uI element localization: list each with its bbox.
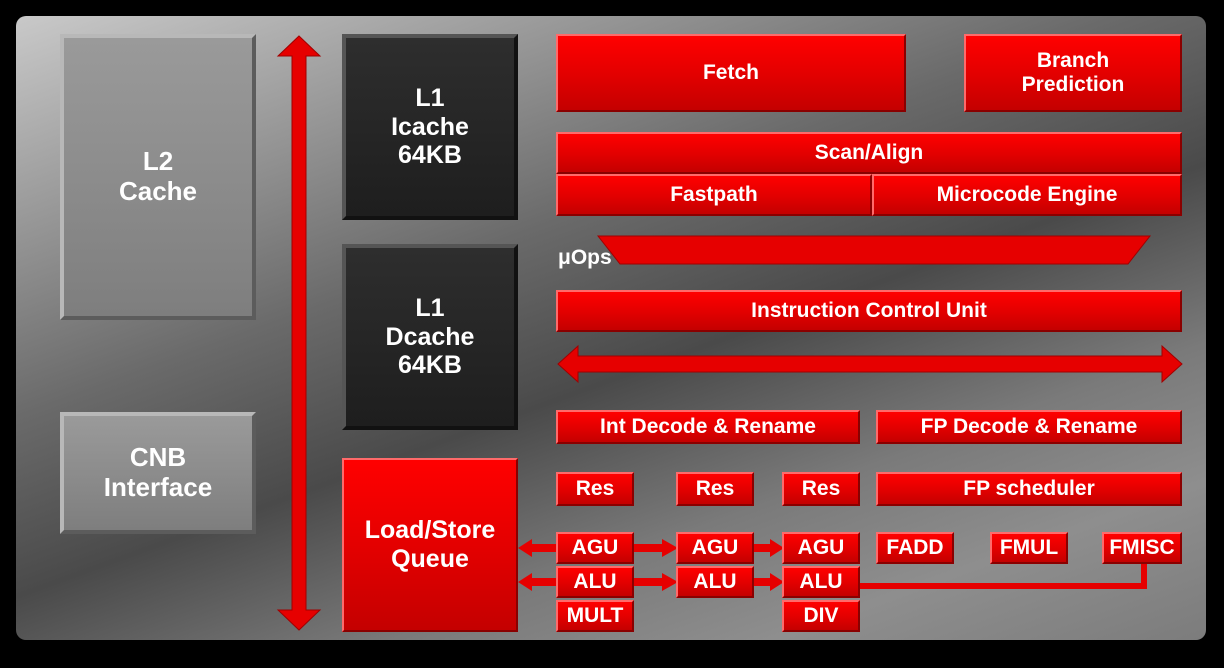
int-decode-rename-block: Int Decode & Rename <box>556 410 860 444</box>
alu-link-1 <box>634 573 678 591</box>
horizontal-bus-arrow <box>557 344 1183 384</box>
agu-unit-2: AGU <box>676 532 754 564</box>
mult-unit: MULT <box>556 600 634 632</box>
agu-to-lsq-arrow <box>518 539 560 557</box>
fmul-unit: FMUL <box>990 532 1068 564</box>
agu-unit-3: AGU <box>782 532 860 564</box>
alu-to-lsq-arrow <box>518 573 560 591</box>
alu-link-2 <box>752 573 784 591</box>
div-unit: DIV <box>782 600 860 632</box>
fp-decode-rename-block: FP Decode & Rename <box>876 410 1182 444</box>
vertical-bus-arrow <box>276 35 322 631</box>
fmisc-unit: FMISC <box>1102 532 1182 564</box>
uops-arrow <box>596 235 1152 265</box>
fmisc-to-alu-line <box>858 564 1147 589</box>
microcode-engine-block: Microcode Engine <box>872 174 1182 216</box>
agu-unit-1: AGU <box>556 532 634 564</box>
res-station-1: Res <box>556 472 634 506</box>
fadd-unit: FADD <box>876 532 954 564</box>
agu-link-1 <box>634 539 678 557</box>
scan-align-block: Scan/Align <box>556 132 1182 174</box>
fastpath-block: Fastpath <box>556 174 872 216</box>
alu-unit-3: ALU <box>782 566 860 598</box>
uops-label: μOps <box>558 246 612 269</box>
res-station-3: Res <box>782 472 860 506</box>
fetch-block: Fetch <box>556 34 906 112</box>
res-station-2: Res <box>676 472 754 506</box>
alu-unit-1: ALU <box>556 566 634 598</box>
fp-scheduler-block: FP scheduler <box>876 472 1182 506</box>
instruction-control-unit-block: Instruction Control Unit <box>556 290 1182 332</box>
alu-unit-2: ALU <box>676 566 754 598</box>
agu-link-2 <box>752 539 784 557</box>
